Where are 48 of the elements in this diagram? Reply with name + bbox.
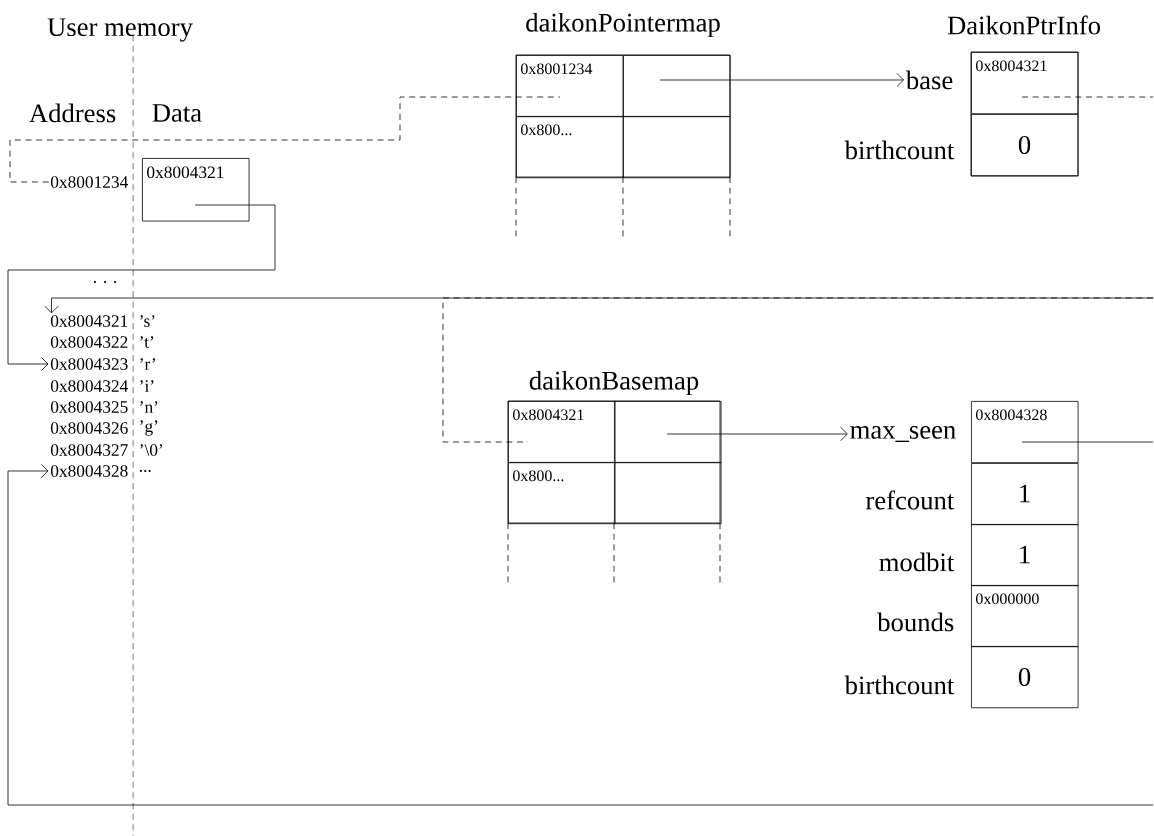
label: birthcount	[844, 675, 955, 695]
label: ’g’	[140, 420, 158, 436]
pointer-arrow	[659, 72, 904, 88]
memory-cell: 0x800...	[508, 462, 616, 525]
memory-cell: 1	[971, 524, 1079, 587]
address-text: 0x8004321	[50, 315, 128, 327]
label: Data	[152, 104, 202, 122]
address-text: 0x8004324	[50, 380, 128, 392]
label: ’i’	[140, 380, 154, 392]
memory-cell	[614, 401, 722, 464]
field-name: base	[905, 70, 953, 90]
address-text: 0x8004327	[50, 444, 128, 456]
label: Address	[29, 103, 116, 123]
field-name: max_seen	[850, 426, 956, 442]
memory-cell: 0x8004321	[508, 401, 616, 464]
label: ’\0’	[140, 444, 163, 456]
label: ...	[139, 470, 151, 473]
pointer-arrow	[666, 426, 848, 442]
address-text: 0x8004322	[50, 336, 128, 348]
memory-cell: 0	[971, 646, 1079, 709]
label: birthcount	[844, 140, 955, 160]
memory-cell: 0x800...	[516, 116, 624, 179]
label: modbit	[879, 552, 955, 572]
memory-cell	[623, 116, 731, 179]
label: ’n’	[140, 401, 158, 413]
label: . . .	[93, 281, 117, 284]
address-text: 0x8004328	[50, 465, 128, 477]
memory-cell: 0x000000	[971, 585, 1079, 648]
address-text: 0x8001234	[50, 176, 128, 188]
memory-cell: 1	[971, 463, 1079, 526]
memory-cell: 0	[971, 114, 1079, 177]
memory-cell	[623, 55, 731, 118]
label: User memory	[47, 18, 193, 42]
memory-cell: 0x8004328	[971, 401, 1079, 464]
pointer-arrow	[7, 204, 276, 372]
label: ’t’	[140, 336, 154, 348]
memory-cell: 0x8004321	[971, 52, 1079, 115]
address-text: 0x8004323	[50, 358, 128, 370]
address-text: 0x8004325	[50, 401, 128, 413]
memory-cell: 0x8004321	[142, 158, 250, 222]
address-text: 0x8004326	[50, 422, 128, 434]
label: ’s’	[140, 315, 155, 327]
label: bounds	[877, 612, 954, 632]
label: ’r’	[140, 358, 156, 370]
memory-cell: 0x8001234	[516, 55, 624, 118]
label: refcount	[865, 490, 955, 510]
memory-cell	[614, 462, 722, 525]
pointer-arrow	[7, 463, 1154, 806]
